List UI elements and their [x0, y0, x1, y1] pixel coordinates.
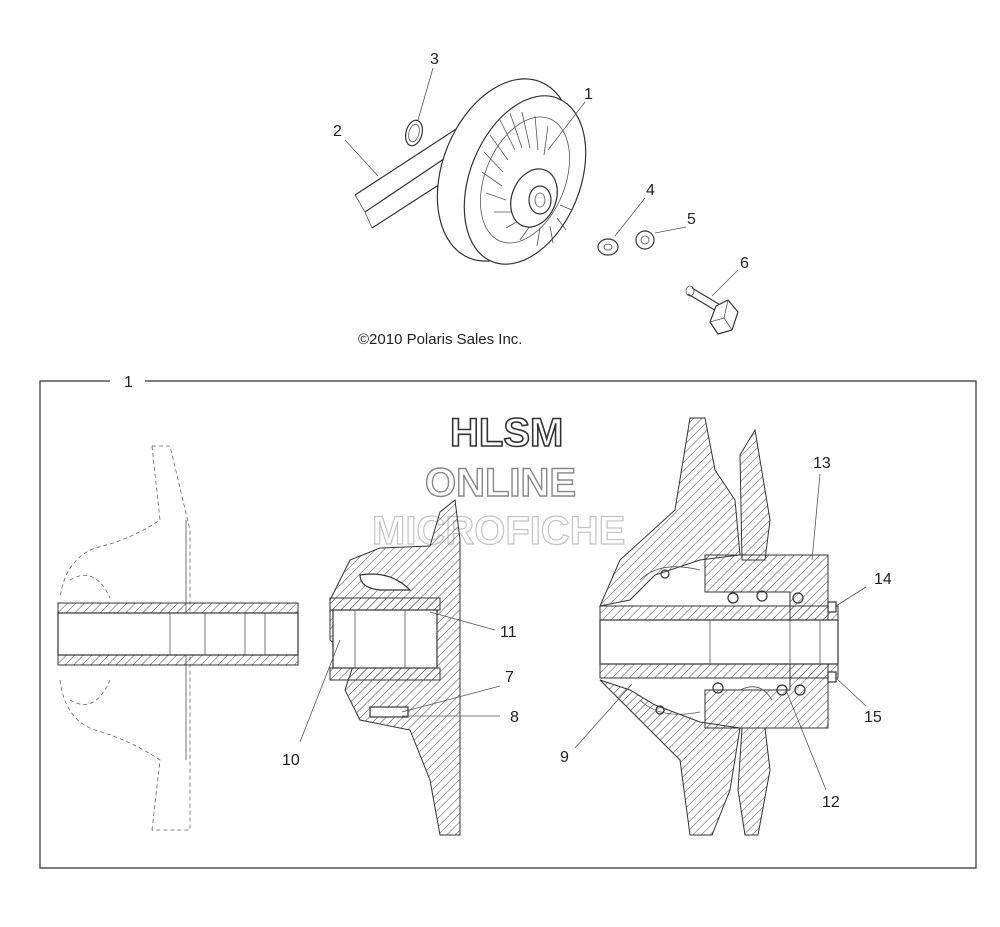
- exploded-leaders: [344, 67, 739, 297]
- detail-leaders: [299, 473, 867, 791]
- callout-7: 7: [505, 669, 514, 686]
- copyright-text: ©2010 Polaris Sales Inc.: [358, 331, 522, 348]
- callout-1: 1: [584, 86, 593, 103]
- callout-14: 14: [874, 571, 892, 588]
- callout-4: 4: [646, 182, 655, 199]
- washer-part-2: [635, 230, 655, 250]
- washer-part: [597, 238, 619, 256]
- callout-5: 5: [687, 211, 696, 228]
- callout-3: 3: [430, 51, 439, 68]
- callout-11: 11: [500, 624, 517, 641]
- sheave-section-middle: [329, 499, 461, 836]
- sheave-section-left: [57, 445, 299, 831]
- svg-text:MICROFICHE: MICROFICHE: [372, 509, 625, 553]
- svg-text:HLSM: HLSM: [450, 411, 563, 455]
- bolt-part: [685, 285, 739, 335]
- callout-8: 8: [510, 709, 519, 726]
- svg-text:ONLINE: ONLINE: [425, 461, 576, 505]
- detail-frame: 1: [39, 374, 977, 869]
- callout-10: 10: [282, 752, 300, 769]
- exploded-view: 1 2 3 4 5 6: [333, 51, 749, 335]
- watermark: HLSM ONLINE MICROFICHE: [371, 410, 626, 553]
- detail-callout: 1: [124, 374, 133, 391]
- callout-13: 13: [813, 455, 831, 472]
- sheave-section-right: [599, 417, 839, 836]
- o-ring-part: [404, 119, 424, 147]
- clutch-assembly-part: [436, 78, 587, 265]
- callout-15: 15: [864, 709, 882, 726]
- callout-9: 9: [560, 749, 569, 766]
- callout-12: 12: [822, 794, 840, 811]
- callout-6: 6: [740, 255, 749, 272]
- callout-2: 2: [333, 123, 342, 140]
